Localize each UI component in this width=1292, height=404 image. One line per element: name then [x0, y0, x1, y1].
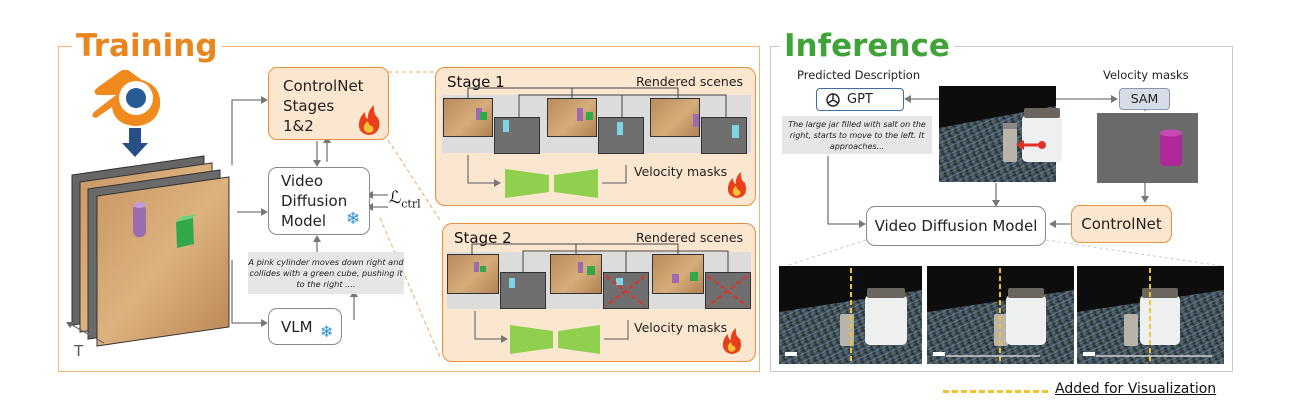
- stage2-rendered-label: Rendered scenes: [636, 230, 744, 245]
- stage1-title: Stage 1: [447, 73, 505, 91]
- video-diffusion-inference-box: Video Diffusion Model: [866, 206, 1046, 246]
- legend-label: Added for Visualization: [1055, 381, 1217, 397]
- gpt-label: GPT: [847, 91, 873, 107]
- gpt-box: GPT: [816, 88, 904, 111]
- vlm-box: VLM: [268, 308, 342, 345]
- controlnet-inference-box: ControlNet: [1071, 205, 1172, 243]
- stage1-velocity-label: Velocity masks: [634, 164, 728, 179]
- stage1-mask-1: [494, 117, 540, 154]
- stage2-velocity-label: Velocity masks: [634, 320, 728, 335]
- time-axis-label: T: [74, 342, 84, 360]
- legend-dashed-line: [943, 390, 1048, 393]
- snowflake-icon: ❄: [346, 209, 361, 229]
- training-caption: A pink cylinder moves down right and col…: [248, 252, 404, 294]
- video-diffusion-inference-label: Video Diffusion Model: [874, 217, 1038, 235]
- stage1-rendered-label: Rendered scenes: [636, 74, 744, 89]
- stage1-frame-3: [650, 98, 700, 137]
- stage2-title: Stage 2: [454, 229, 512, 247]
- loss-label: ℒctrl: [389, 188, 421, 210]
- openai-logo-icon: [825, 92, 841, 108]
- loss-symbol: ℒ: [389, 188, 402, 208]
- controlnet-train-label: ControlNet Stages 1&2: [283, 77, 364, 135]
- sam-label: SAM: [1130, 91, 1159, 106]
- inference-panel: [770, 46, 1233, 372]
- inference-title: Inference: [780, 31, 954, 62]
- stage2-frame-1: [447, 254, 499, 294]
- video-diffusion-train-box: Video Diffusion Model: [268, 167, 370, 235]
- video-diffusion-train-label: Video Diffusion Model: [281, 172, 348, 230]
- output-frame-2: [927, 266, 1074, 364]
- vlm-label: VLM: [281, 317, 313, 336]
- snowflake-icon: ❄: [320, 322, 334, 341]
- output-frame-3: [1077, 266, 1224, 364]
- input-photo: [939, 86, 1062, 182]
- training-panel: [58, 46, 760, 372]
- predicted-description-label: Predicted Description: [797, 68, 921, 82]
- sam-box: SAM: [1119, 88, 1170, 110]
- velocity-masks-label: Velocity masks: [1103, 68, 1189, 82]
- training-title: Training: [72, 31, 222, 62]
- output-frame-1: [779, 266, 922, 364]
- controlnet-inference-label: ControlNet: [1081, 215, 1162, 233]
- inference-description: The large jar filled with salt on the ri…: [782, 116, 932, 154]
- stage1-mask-3: [701, 117, 747, 154]
- loss-subscript: ctrl: [401, 197, 421, 211]
- stage2-mask-1: [500, 272, 546, 309]
